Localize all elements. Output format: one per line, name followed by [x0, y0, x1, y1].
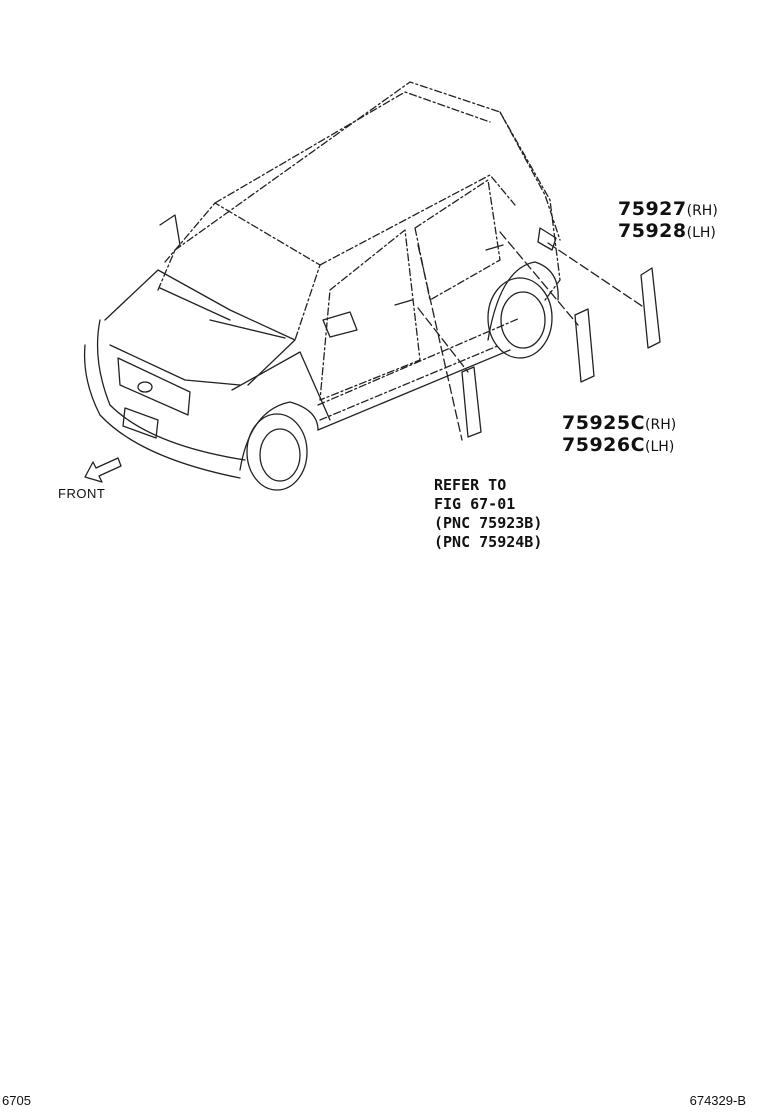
- part-label-75926c: 75926C(LH): [562, 436, 674, 455]
- reference-note: REFER TO FIG 67-01 (PNC 75923B) (PNC 759…: [434, 476, 542, 552]
- part-number: 75925C: [562, 412, 646, 434]
- part-label-75927: 75927(RH): [618, 200, 718, 219]
- part-75925c-moulding: [574, 308, 595, 383]
- front-label: FRONT: [58, 486, 106, 501]
- part-number: 75927: [618, 198, 687, 220]
- part-label-75925c: 75925C(RH): [562, 414, 676, 433]
- reference-note-line: FIG 67-01: [434, 495, 516, 513]
- part-number: 75926C: [562, 434, 646, 456]
- arrow-down-left-icon: [84, 457, 122, 483]
- leader-lines: [417, 231, 646, 441]
- part-side: (RH): [686, 203, 718, 219]
- page-code: 6705: [2, 1093, 31, 1108]
- moulding-parts: [461, 267, 661, 438]
- part-75927-moulding: [640, 267, 661, 349]
- vehicle-details: [83, 214, 559, 491]
- figure-id: 674329-B: [689, 1093, 746, 1108]
- reference-note-line: REFER TO: [434, 476, 507, 494]
- part-refer-moulding: [461, 366, 482, 438]
- part-side: (LH): [645, 439, 675, 455]
- part-side: (LH): [686, 225, 716, 241]
- part-label-75928: 75928(LH): [618, 222, 716, 241]
- reference-note-line: (PNC 75923B): [434, 514, 543, 532]
- part-number: 75928: [618, 220, 687, 242]
- reference-note-line: (PNC 75924B): [434, 533, 543, 551]
- vehicle-outline: [157, 81, 561, 421]
- part-side: (RH): [645, 417, 677, 433]
